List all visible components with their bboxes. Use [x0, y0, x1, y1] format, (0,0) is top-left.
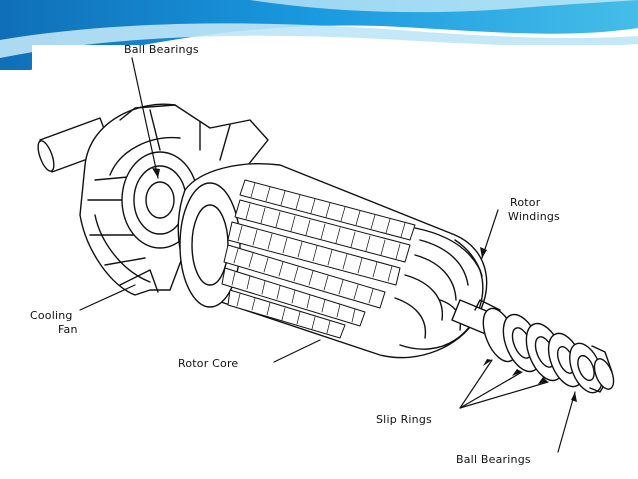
label-ball-bearings-top: Ball Bearings: [124, 43, 199, 56]
label-cooling-fan-line2: Fan: [58, 323, 78, 336]
arrowheads: [152, 168, 577, 402]
label-rotor-core: Rotor Core: [178, 357, 239, 370]
leader-rotor-core: [273, 339, 321, 363]
leader-slip-rings-2: [459, 371, 523, 409]
label-rotor-windings-line2: Windings: [508, 210, 560, 223]
label-ball-bearings-bottom: Ball Bearings: [456, 453, 531, 466]
leader-slip-rings-3: [459, 381, 549, 409]
label-slip-rings: Slip Rings: [376, 413, 432, 426]
leader-cooling-fan: [79, 284, 136, 311]
leader-ball-bearings-top: [131, 57, 159, 179]
slip-ring-assembly: [482, 307, 615, 394]
leader-ball-bearings-bottom: [557, 391, 576, 453]
label-rotor-windings-line1: Rotor: [510, 196, 541, 209]
rotor-slot-hatching: [231, 182, 406, 334]
leader-slip-rings-1: [459, 359, 493, 409]
label-cooling-fan-line1: Cooling: [30, 309, 73, 322]
